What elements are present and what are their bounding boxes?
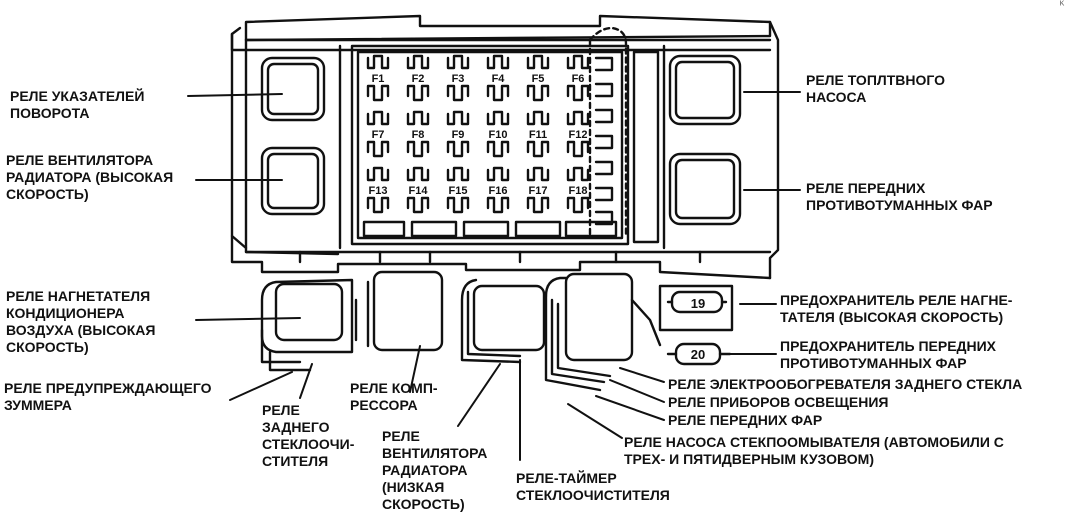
svg-text:20: 20 [691, 347, 705, 362]
fuse-20[interactable]: 20 [666, 342, 732, 366]
fuse-f6[interactable]: F6 [566, 54, 590, 102]
fuse-label: F16 [489, 185, 508, 197]
fuse-label: F9 [452, 129, 465, 141]
relay-fuel-pump[interactable] [668, 54, 742, 126]
relay-ac-blower-high[interactable] [260, 278, 354, 372]
label-headlamp-relay: РЕЛЕ ПЕРЕДНИХ ФАР [668, 412, 823, 428]
block-housing [230, 14, 780, 280]
fuse-label: F4 [492, 73, 506, 85]
panel-bottom-connectors [362, 220, 618, 238]
fuse-f11[interactable]: F11 [526, 110, 550, 158]
fuse-label: F11 [529, 129, 547, 141]
fuse-label: F2 [412, 73, 425, 85]
label-washer-pump-relay: РЕЛЕ НАСОСА СТЕКПООМЫВАТЕЛЯ (АВТОМОБИЛИ … [624, 434, 1004, 467]
label-ac-blower-relay: РЕЛЕ НАГНЕТАТЕЛЯ КОНДИЦИОНЕРА ВОЗДУХА (В… [6, 288, 156, 355]
fuse-label: F1 [372, 73, 385, 85]
fuse-19[interactable]: 19 [658, 284, 734, 332]
fuse-label: F10 [489, 129, 508, 141]
relay-stack-right[interactable] [544, 272, 662, 392]
fuse-f2[interactable]: F2 [406, 54, 430, 102]
fuse-f4[interactable]: F4 [486, 54, 510, 102]
fuse-label: F18 [569, 185, 588, 197]
label-fog-lamp-relay: РЕЛЕ ПЕРЕДНИХ ПРОТИВОТУМАННЫХ ФАР [806, 180, 993, 213]
relay-radiator-fan-low[interactable] [460, 278, 546, 364]
fuse-label: F5 [532, 73, 545, 85]
label-fog-lamp-fuse: ПРЕДОХРАНИТЕЛЬ ПЕРЕДНИХ ПРОТИВОТУМАННЫХ … [780, 338, 997, 371]
fuse-f1[interactable]: F1 [366, 54, 390, 102]
fuse-label: F17 [529, 185, 548, 197]
label-radiator-fan-low-relay: РЕЛЕ ВЕНТИЛЯТОРА РАДИАТОРА (НИЗКАЯ СКОРО… [382, 428, 488, 512]
fuse-f15[interactable]: F15 [446, 166, 470, 214]
label-instrument-lighting-relay: РЕЛЕ ПРИБОРОВ ОСВЕЩЕНИЯ [668, 394, 889, 410]
fuse-label: F3 [452, 73, 465, 85]
label-blower-relay-fuse: ПРЕДОХРАНИТЕЛЬ РЕЛЕ НАГНЕ- ТАТЕЛЯ (ВЫСОК… [780, 292, 1013, 325]
fuse-f17[interactable]: F17 [526, 166, 550, 214]
fuse-f12[interactable]: F12 [566, 110, 590, 158]
label-compressor-relay: РЕЛЕ КОМП- РЕССОРА [350, 380, 438, 413]
label-rear-window-heater-relay: РЕЛЕ ЭЛЕКТРООБОГРЕВАТЕЛЯ ЗАДНЕГО СТЕКЛА [668, 376, 1023, 392]
fuse-label: F7 [372, 129, 385, 141]
fuse-f5[interactable]: F5 [526, 54, 550, 102]
fuse-f3[interactable]: F3 [446, 54, 470, 102]
label-fuel-pump-relay: РЕЛЕ ТОПЛТВНОГО НАСОСА [806, 72, 946, 105]
fuse-label: F8 [412, 129, 425, 141]
fuse-f10[interactable]: F10 [486, 110, 510, 158]
fuse-f18[interactable]: F18 [566, 166, 590, 214]
label-turn-signal-relay: РЕЛЕ УКАЗАТЕЛЕЙ ПОВОРОТА [10, 88, 145, 121]
relay-turn-signal[interactable] [260, 56, 326, 122]
fuse-f7[interactable]: F7 [366, 110, 390, 158]
fuse-label: F15 [449, 185, 468, 197]
label-radiator-fan-high-relay: РЕЛЕ ВЕНТИЛЯТОРА РАДИАТОРА (ВЫСОКАЯ СКОР… [6, 152, 174, 202]
leader-lines [187, 91, 801, 461]
label-wiper-timer-relay: РЕЛЕ-ТАЙМЕР СТЕКЛООЧИСТИТЕЛЯ [516, 470, 670, 503]
fuse-f8[interactable]: F8 [406, 110, 430, 158]
relay-rear-wiper[interactable] [354, 270, 444, 352]
label-rear-wiper-relay: РЕЛЕ ЗАДНЕГО СТЕКЛООЧИ- СТИТЕЛЯ [262, 402, 355, 469]
fuse-f9[interactable]: F9 [446, 110, 470, 158]
fuse-label: F14 [409, 185, 429, 197]
fuse-f13[interactable]: F13 [366, 166, 390, 214]
svg-text:19: 19 [691, 296, 705, 311]
label-warning-buzzer-relay: РЕЛЕ ПРЕДУПРЕЖДАЮЩЕГО ЗУММЕРА [4, 380, 212, 413]
fuse-label: F13 [369, 185, 388, 197]
fuse-label: F12 [569, 129, 588, 141]
fuse-terminal-strip [588, 26, 628, 238]
corner-mark: ᴷ [1060, 0, 1065, 11]
fuse-label: F6 [572, 73, 585, 85]
fuse-f16[interactable]: F16 [486, 166, 510, 214]
fuse-f14[interactable]: F14 [406, 166, 430, 214]
relay-front-fog-lamps[interactable] [668, 152, 742, 226]
